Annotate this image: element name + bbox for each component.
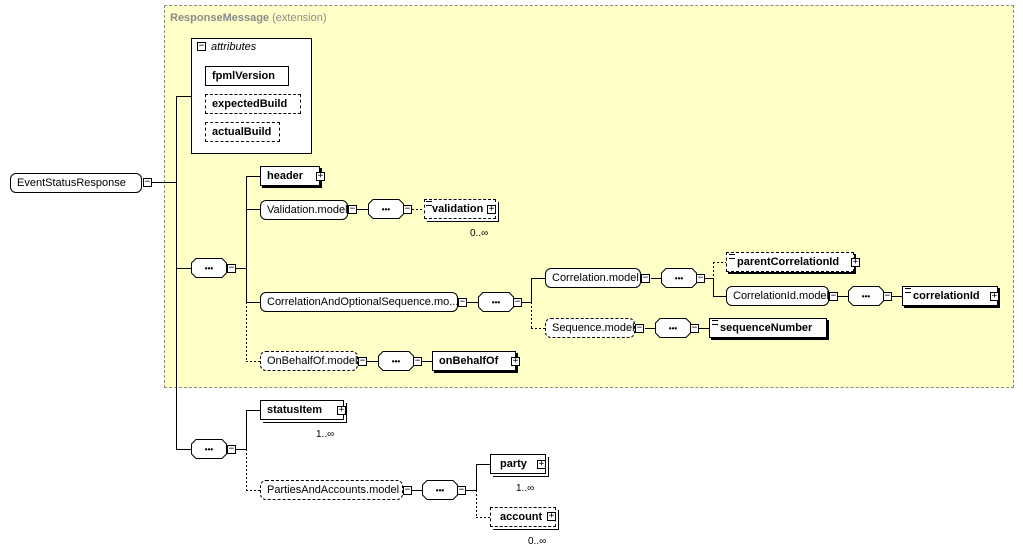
account-expand-icon[interactable]: + [547, 511, 556, 521]
svg-text:•••: ••• [669, 324, 678, 333]
svg-text:•••: ••• [382, 205, 391, 214]
sequence-2-collapse-icon[interactable]: − [227, 444, 236, 454]
on-behalf-of-seq-collapse-icon[interactable]: − [413, 356, 422, 366]
party-expand-icon[interactable]: + [537, 459, 546, 469]
correlation-id-type-icon [905, 288, 911, 293]
root-collapse-icon[interactable]: − [143, 177, 152, 187]
svg-text:•••: ••• [205, 264, 214, 273]
attribute-actualBuild[interactable]: actualBuild [205, 122, 280, 142]
group-on-behalf-of-model[interactable]: OnBehalfOf.model [260, 351, 358, 371]
svg-text:•••: ••• [492, 298, 501, 307]
sequence-compositor-parties-accounts: ••• [422, 480, 458, 500]
svg-text:•••: ••• [392, 357, 401, 366]
correlation-id-seq-collapse-icon[interactable]: − [883, 291, 892, 301]
extension-title: ResponseMessage (extension) [170, 12, 327, 24]
correlation-id-model-collapse-icon[interactable]: − [829, 291, 838, 301]
element-validation[interactable]: validation [424, 199, 496, 219]
sequence-compositor-validation: ••• [368, 199, 404, 219]
attributes-heading: attributes [211, 41, 257, 53]
group-correlation-id-model[interactable]: CorrelationId.model [726, 286, 829, 306]
group-correlation-model[interactable]: Correlation.model [545, 268, 641, 288]
correlation-model-collapse-icon[interactable]: − [641, 273, 650, 283]
element-sequence-number[interactable]: sequenceNumber [709, 318, 827, 338]
sequence-model-seq-collapse-icon[interactable]: − [690, 323, 699, 333]
attribute-expectedBuild[interactable]: expectedBuild [205, 94, 301, 114]
sequence-1-collapse-icon[interactable]: − [227, 263, 236, 273]
sequence-model-collapse-icon[interactable]: − [635, 323, 644, 333]
on-behalf-of-model-collapse-icon[interactable]: − [358, 356, 367, 366]
extension-base: ResponseMessage [170, 12, 270, 24]
element-correlation-id[interactable]: correlationId [902, 286, 998, 306]
svg-text:•••: ••• [436, 486, 445, 495]
parent-correlation-id-expand-icon[interactable]: + [851, 257, 860, 267]
attributes-collapse-icon[interactable]: − [197, 41, 206, 51]
svg-text:•••: ••• [862, 292, 871, 301]
extension-kind: (extension) [272, 12, 327, 24]
on-behalf-of-expand-icon[interactable]: + [511, 356, 520, 366]
group-validation-model[interactable]: Validation.model [260, 200, 348, 220]
status-item-expand-icon[interactable]: + [337, 405, 346, 415]
correlation-id-expand-icon[interactable]: + [990, 291, 999, 301]
group-sequence-model[interactable]: Sequence.model [545, 318, 635, 338]
correlation-seq-inner-collapse-icon[interactable]: − [696, 273, 705, 283]
header-expand-icon[interactable]: + [316, 171, 325, 181]
root-element-eventstatusresponse[interactable]: EventStatusResponse [10, 173, 142, 193]
correlation-seq-collapse-icon[interactable]: − [513, 297, 522, 307]
attribute-fpmlVersion[interactable]: fpmlVersion [205, 66, 289, 86]
sequence-compositor-2: ••• [191, 439, 227, 459]
sequence-compositor-1: ••• [191, 258, 227, 278]
group-correlation-and-optional-sequence-model[interactable]: CorrelationAndOptionalSequence.mo... [260, 292, 458, 312]
sequence-compositor-correlation-seq: ••• [478, 292, 514, 312]
element-status-item[interactable]: statusItem [260, 400, 344, 420]
validation-type-icon [426, 201, 432, 206]
group-parties-and-accounts-model[interactable]: PartiesAndAccounts.model [260, 480, 403, 500]
validation-model-collapse-icon[interactable]: − [348, 204, 357, 214]
sequence-compositor-correlation-id: ••• [848, 286, 884, 306]
sequence-compositor-sequence-model: ••• [655, 318, 691, 338]
element-on-behalf-of[interactable]: onBehalfOf [432, 351, 516, 371]
party-cardinality: 1..∞ [516, 483, 535, 494]
element-header[interactable]: header [260, 166, 320, 186]
validation-expand-icon[interactable]: + [487, 204, 496, 214]
status-item-cardinality: 1..∞ [316, 429, 335, 440]
parent-correlation-id-type-icon [729, 254, 735, 259]
svg-text:•••: ••• [675, 274, 684, 283]
element-parent-correlation-id[interactable]: parentCorrelationId [726, 252, 854, 272]
parties-accounts-model-collapse-icon[interactable]: − [403, 485, 412, 495]
sequence-number-type-icon [712, 320, 718, 325]
account-cardinality: 0..∞ [528, 536, 547, 547]
sequence-compositor-on-behalf-of: ••• [378, 351, 414, 371]
element-party[interactable]: party [490, 454, 546, 474]
correlation-seq-model-collapse-icon[interactable]: − [458, 297, 467, 307]
validation-seq-collapse-icon[interactable]: − [403, 204, 412, 214]
svg-text:•••: ••• [205, 445, 214, 454]
parties-accounts-seq-collapse-icon[interactable]: − [457, 485, 466, 495]
sequence-compositor-correlation: ••• [661, 268, 697, 288]
validation-cardinality: 0..∞ [470, 228, 489, 239]
element-account[interactable]: account [490, 507, 556, 527]
